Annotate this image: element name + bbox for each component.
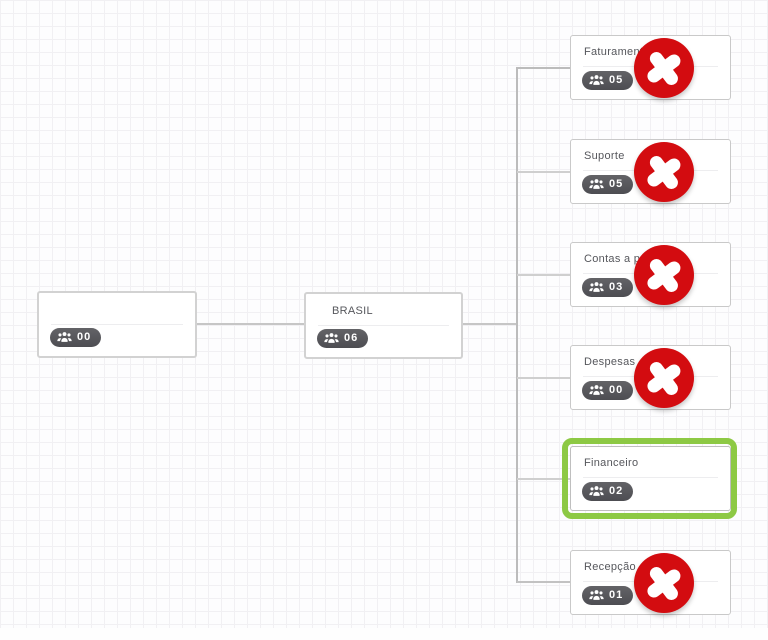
connector-branch <box>517 478 570 480</box>
delete-node-button[interactable] <box>634 38 694 98</box>
connector-branch <box>517 171 570 173</box>
connector-root-parent <box>197 323 304 325</box>
org-node-contas-a-pagar[interactable]: Contas a pagar 03 <box>570 242 731 307</box>
node-title: Faturamento <box>584 46 650 58</box>
node-title: Despesas <box>584 356 636 368</box>
member-count-badge: 06 <box>317 329 369 348</box>
delete-node-button[interactable] <box>634 142 694 202</box>
divider <box>51 324 183 325</box>
member-count-badge: 00 <box>582 381 634 400</box>
org-node-recepcao[interactable]: Recepção 01 <box>570 550 731 615</box>
node-title: Recepção <box>584 561 636 573</box>
org-node-suporte[interactable]: Suporte 05 <box>570 139 731 204</box>
users-icon <box>589 75 604 85</box>
x-icon <box>630 344 698 412</box>
member-count: 05 <box>609 74 624 86</box>
member-count-badge: 03 <box>582 278 634 297</box>
delete-node-button[interactable] <box>634 245 694 305</box>
member-count: 00 <box>77 331 92 343</box>
member-count-badge: 02 <box>582 482 634 501</box>
divider <box>318 325 449 326</box>
connector-branch <box>517 581 570 583</box>
member-count: 06 <box>344 332 359 344</box>
member-count: 02 <box>609 485 624 497</box>
canvas-bottom-edge <box>0 628 768 640</box>
connector-branch <box>517 274 570 276</box>
node-title: Suporte <box>584 150 625 162</box>
member-count: 05 <box>609 178 624 190</box>
divider <box>583 477 718 478</box>
x-icon <box>630 34 698 102</box>
delete-node-button[interactable] <box>634 348 694 408</box>
users-icon <box>324 333 339 343</box>
node-title: BRASIL <box>332 305 373 317</box>
node-title: Financeiro <box>584 457 639 469</box>
org-node-despesas[interactable]: Despesas 00 <box>570 345 731 410</box>
org-node-faturamento[interactable]: Faturamento 05 <box>570 35 731 100</box>
connector-parent-trunk <box>463 323 517 325</box>
users-icon <box>589 179 604 189</box>
connector-trunk <box>516 67 518 583</box>
x-icon <box>630 138 698 206</box>
users-icon <box>589 385 604 395</box>
x-icon <box>630 241 698 309</box>
org-node-root[interactable]: 00 <box>37 291 197 358</box>
org-node-brasil[interactable]: BRASIL 06 <box>304 292 463 359</box>
member-count-badge: 05 <box>582 175 634 194</box>
connector-branch <box>517 377 570 379</box>
x-icon <box>630 549 698 617</box>
users-icon <box>589 486 604 496</box>
member-count-badge: 00 <box>50 328 102 347</box>
delete-node-button[interactable] <box>634 553 694 613</box>
member-count: 01 <box>609 589 624 601</box>
member-count-badge: 01 <box>582 586 634 605</box>
member-count-badge: 05 <box>582 71 634 90</box>
org-node-financeiro[interactable]: Financeiro 02 <box>570 446 731 511</box>
member-count: 00 <box>609 384 624 396</box>
member-count: 03 <box>609 281 624 293</box>
users-icon <box>57 332 72 342</box>
users-icon <box>589 282 604 292</box>
connector-branch <box>517 67 570 69</box>
users-icon <box>589 590 604 600</box>
